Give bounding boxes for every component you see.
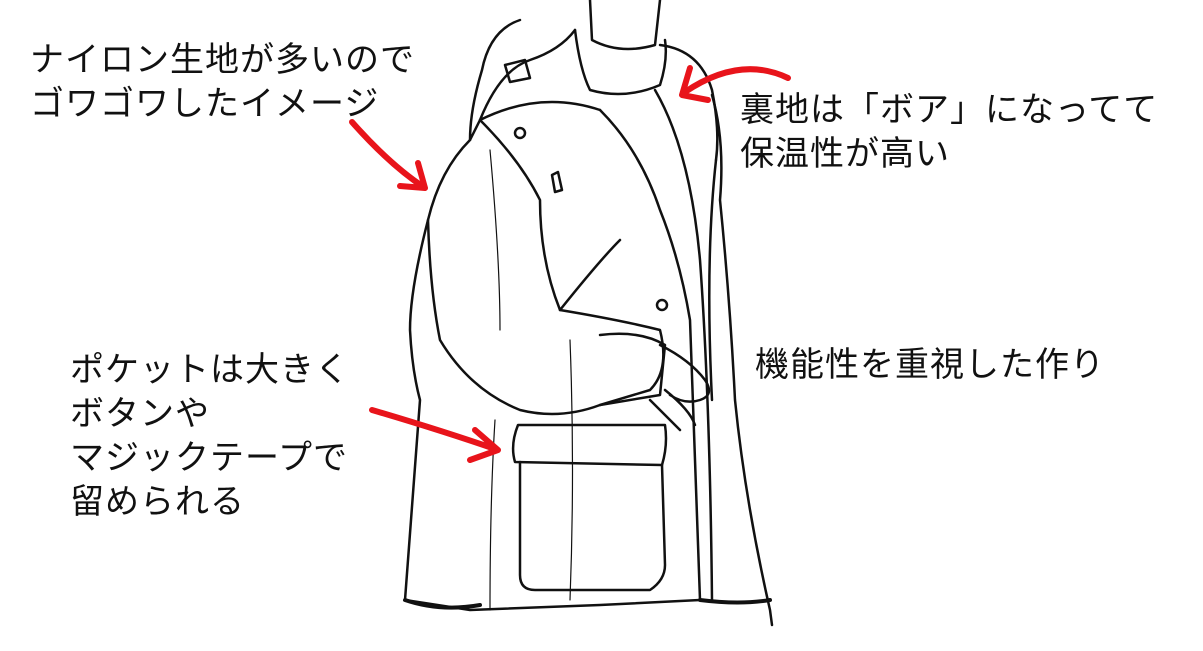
annotation-line: マジックテープで (70, 438, 348, 478)
annotation-line: 留められる (70, 482, 245, 522)
pocket (518, 460, 667, 592)
neck (588, 0, 662, 51)
annotation-line: ゴワゴワしたイメージ (30, 84, 380, 124)
annotation-line: ポケットは大きく (70, 350, 350, 390)
hood (468, 18, 602, 142)
annotation-lining: 裏地は「ボア」になってて 保温性が高い (740, 88, 1158, 176)
hood-right (658, 43, 719, 162)
front-placket (598, 108, 702, 602)
annotation-material: ナイロン生地が多いので ゴワゴワしたイメージ (30, 38, 415, 126)
annotation-pocket: ポケットは大きく ボタンや マジックテープで 留められる (70, 348, 350, 524)
annotation-function: 機能性を重視した作り (755, 343, 1105, 387)
jacket-left-outline (403, 138, 702, 612)
annotation-line: 裏地は「ボア」になってて (740, 90, 1159, 130)
arrow-material (349, 119, 428, 191)
pocket-flap (511, 423, 668, 467)
lining-edge (710, 93, 774, 627)
annotation-line: 保温性が高い (740, 134, 950, 174)
turtleneck-collar (573, 28, 668, 96)
annotation-line: 機能性を重視した作り (755, 345, 1105, 385)
sleeve (426, 118, 665, 416)
annotation-line: ボタンや (70, 394, 210, 434)
zipper-pull (550, 170, 564, 194)
cuff (598, 332, 667, 407)
arrow-pocket (369, 407, 501, 463)
annotation-line: ナイロン生地が多いので (30, 40, 415, 80)
hands (648, 343, 711, 432)
arrow-lining (679, 65, 791, 103)
